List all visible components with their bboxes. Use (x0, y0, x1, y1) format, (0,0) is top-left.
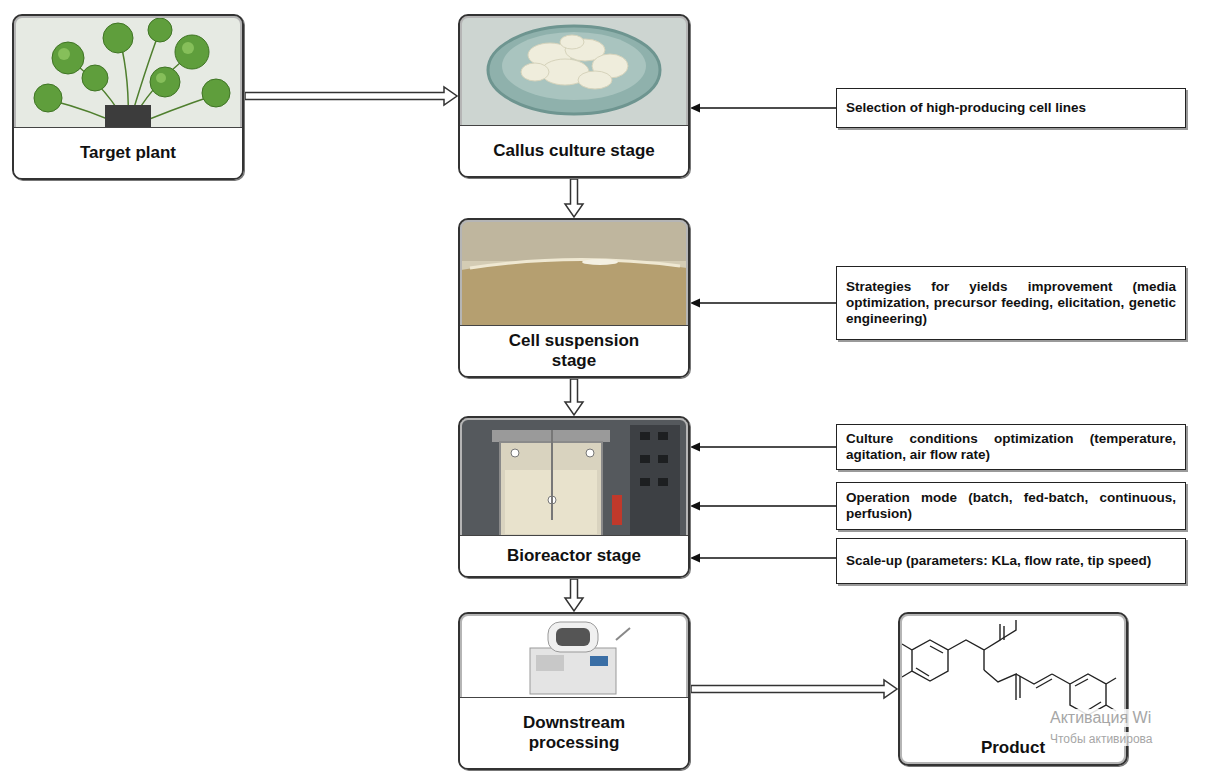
node-label: Strategies for yields improvement (media… (846, 279, 1176, 328)
strategy-box: Operation mode (batch, fed-batch, contin… (836, 482, 1186, 530)
arrow-connector (690, 299, 836, 308)
block-arrow (565, 179, 583, 217)
strategy-box: Scale-up (parameters: KLa, flow rate, ti… (836, 538, 1186, 584)
node-label: Scale-up (parameters: KLa, flow rate, ti… (846, 553, 1176, 569)
block-arrow-shape (565, 379, 583, 415)
label-strip: Cell suspension stage (460, 325, 688, 376)
label-strip: Downstream processing (460, 697, 688, 768)
label-strip: Bioreactor stage (460, 535, 688, 576)
arrow-line (700, 505, 836, 506)
node-label: Bioreactor stage (492, 546, 657, 566)
arrow-head (690, 554, 700, 563)
node-label: Selection of high-producing cell lines (846, 100, 1176, 116)
node-label: Culture conditions optimization (tempera… (846, 431, 1176, 463)
stage-box: Downstream processing (458, 612, 690, 770)
block-arrow-shape (565, 579, 583, 611)
watermark-text: Активация Wi (1050, 709, 1151, 727)
chemical-structure (902, 620, 1116, 715)
arrow-head (690, 104, 700, 113)
node-label: Callus culture stage (492, 141, 657, 161)
arrow-head (690, 299, 700, 308)
block-arrow-shape (565, 179, 583, 217)
strategy-box: Strategies for yields improvement (media… (836, 266, 1186, 340)
arrow-head (690, 502, 700, 511)
label-strip: Callus culture stage (460, 125, 688, 176)
arrow-line (700, 107, 836, 108)
stage-box: Bioreactor stage (458, 416, 690, 578)
block-arrow (565, 379, 583, 415)
node-label: Cell suspension stage (492, 331, 657, 370)
node-label: Downstream processing (492, 713, 657, 752)
callus-photo (461, 17, 687, 129)
block-arrow (565, 579, 583, 611)
block-arrow (245, 87, 457, 105)
arrow-connector (690, 554, 836, 563)
plant-box: Target plant (12, 14, 244, 180)
strategy-box: Culture conditions optimization (tempera… (836, 424, 1186, 470)
stage-box: Cell suspension stage (458, 218, 690, 378)
bioreactor-photo (461, 419, 687, 539)
arrow-line (700, 302, 836, 303)
strategy-box: Selection of high-producing cell lines (836, 88, 1186, 128)
watermark-text: Чтобы активирова (1050, 732, 1152, 746)
node-label: Target plant (46, 143, 211, 163)
arrow-line (700, 557, 836, 558)
block-arrow-shape (691, 680, 897, 698)
plant-photo (15, 17, 241, 129)
arrow-head (690, 443, 700, 452)
block-arrow (691, 680, 897, 698)
arrow-connector (690, 502, 836, 511)
node-label: Operation mode (batch, fed-batch, contin… (846, 490, 1176, 522)
arrow-line (700, 446, 836, 447)
block-arrow-shape (245, 87, 457, 105)
stage-box: Callus culture stage (458, 14, 690, 178)
suspension-photo (461, 221, 687, 329)
label-strip: Target plant (14, 127, 242, 178)
arrow-connector (690, 104, 836, 113)
arrow-connector (690, 443, 836, 452)
freeze-dryer-icon (530, 622, 630, 694)
